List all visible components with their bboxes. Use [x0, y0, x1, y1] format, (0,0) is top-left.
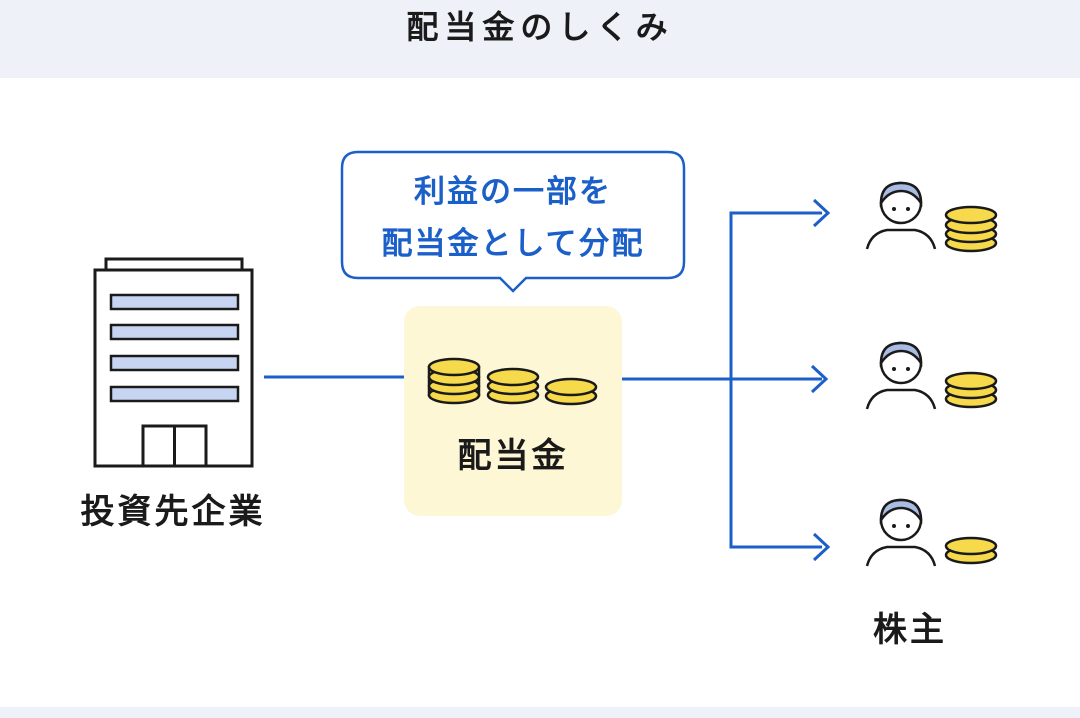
- callout-line-1: 利益の一部を: [414, 174, 612, 210]
- office-building-icon: [93, 257, 254, 468]
- dividend-label: 配当金: [457, 436, 569, 476]
- building-window: [109, 293, 240, 311]
- callout-bubble: [340, 150, 686, 293]
- shareholder: [865, 181, 998, 253]
- company-label: 投資先企業: [80, 492, 266, 532]
- coin-stack-icon: [944, 536, 998, 565]
- coin-stack-icon: [944, 371, 998, 409]
- coin-stacks-icon: [427, 357, 598, 406]
- building-window: [109, 354, 240, 372]
- callout-text: 利益の一部を 配当金として分配: [342, 166, 684, 270]
- person-icon: [865, 341, 937, 410]
- person-icon: [865, 498, 937, 567]
- callout-line-2: 配当金として分配: [381, 226, 645, 262]
- distribution-arrows: [622, 198, 831, 562]
- building-window: [109, 323, 240, 341]
- building-window: [109, 385, 240, 403]
- dividend-box: [404, 306, 622, 516]
- header-band: 配当金のしくみ: [0, 0, 1080, 78]
- shareholder: [865, 341, 998, 410]
- person-icon: [865, 181, 937, 250]
- page-title: 配当金のしくみ: [406, 8, 674, 46]
- coin-stack-icon: [944, 205, 998, 253]
- shareholder: [865, 498, 998, 567]
- footer-band: [0, 707, 1080, 718]
- shareholders-label: 株主: [873, 610, 947, 650]
